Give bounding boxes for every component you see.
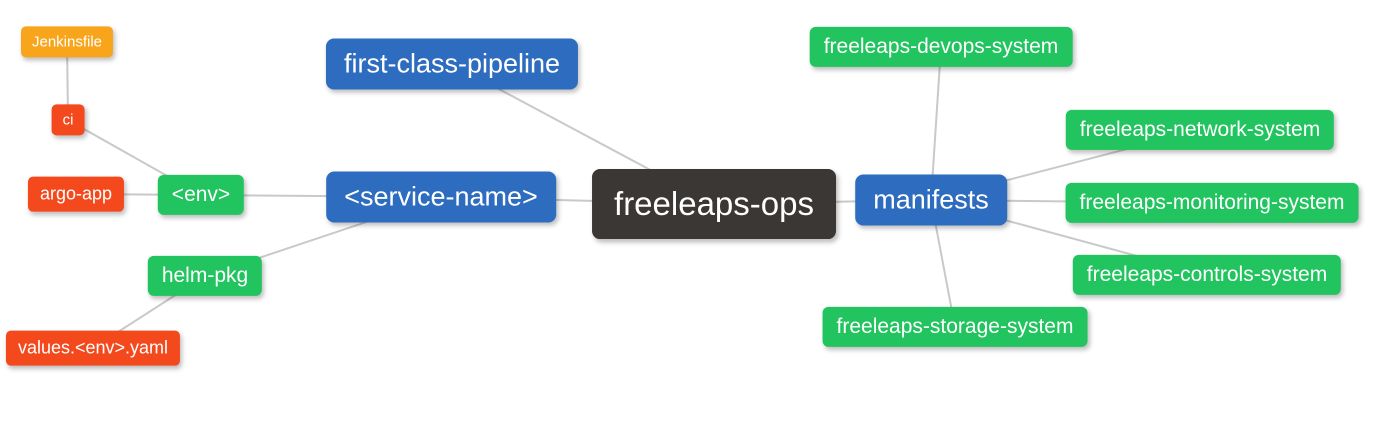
node-jenkinsfile[interactable]: Jenkinsfile [20,26,114,58]
node-values-env-yaml[interactable]: values.<env>.yaml [5,330,181,366]
node-freeleaps-controls-system[interactable]: freeleaps-controls-system [1072,254,1342,296]
node-service-name[interactable]: <service-name> [326,171,556,223]
node-freeleaps-network-system[interactable]: freeleaps-network-system [1065,109,1335,151]
node-freeleaps-ops[interactable]: freeleaps-ops [592,169,836,239]
node-freeleaps-monitoring-system[interactable]: freeleaps-monitoring-system [1065,182,1359,224]
node-helm-pkg[interactable]: helm-pkg [147,255,263,297]
node-env[interactable]: <env> [157,174,245,216]
node-manifests[interactable]: manifests [855,174,1007,226]
node-freeleaps-storage-system[interactable]: freeleaps-storage-system [822,306,1088,348]
node-ci[interactable]: ci [51,104,85,136]
node-argo-app[interactable]: argo-app [27,176,125,212]
node-first-class-pipeline[interactable]: first-class-pipeline [325,38,579,90]
node-freeleaps-devops-system[interactable]: freeleaps-devops-system [809,26,1073,68]
